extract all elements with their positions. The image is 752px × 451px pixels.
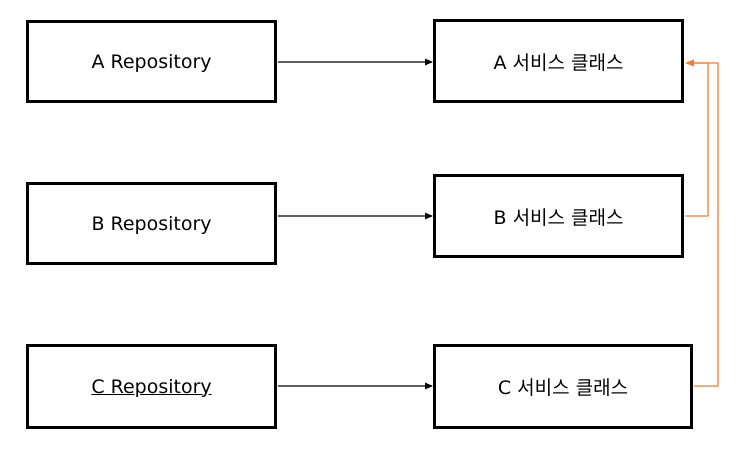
edge-service-c-to-service-a	[692, 62, 719, 387]
repository-c-label: C Repository	[91, 375, 212, 398]
service-c-label: C 서비스 클래스	[497, 377, 629, 399]
service-a-label: A 서비스 클래스	[493, 51, 624, 74]
repository-a-node: A Repository	[26, 20, 277, 103]
repository-b-node: B Repository	[26, 182, 277, 265]
repository-c-node: C Repository	[26, 344, 277, 429]
repository-a-label: A Repository	[91, 50, 212, 73]
service-b-label: B 서비스 클래스	[493, 206, 624, 229]
service-b-node: B 서비스 클래스	[433, 174, 684, 258]
service-a-node: A 서비스 클래스	[433, 19, 684, 103]
edge-service-b-to-service-a	[685, 59, 709, 217]
repository-b-label: B Repository	[91, 212, 212, 235]
service-c-node: C 서비스 클래스	[433, 344, 693, 429]
